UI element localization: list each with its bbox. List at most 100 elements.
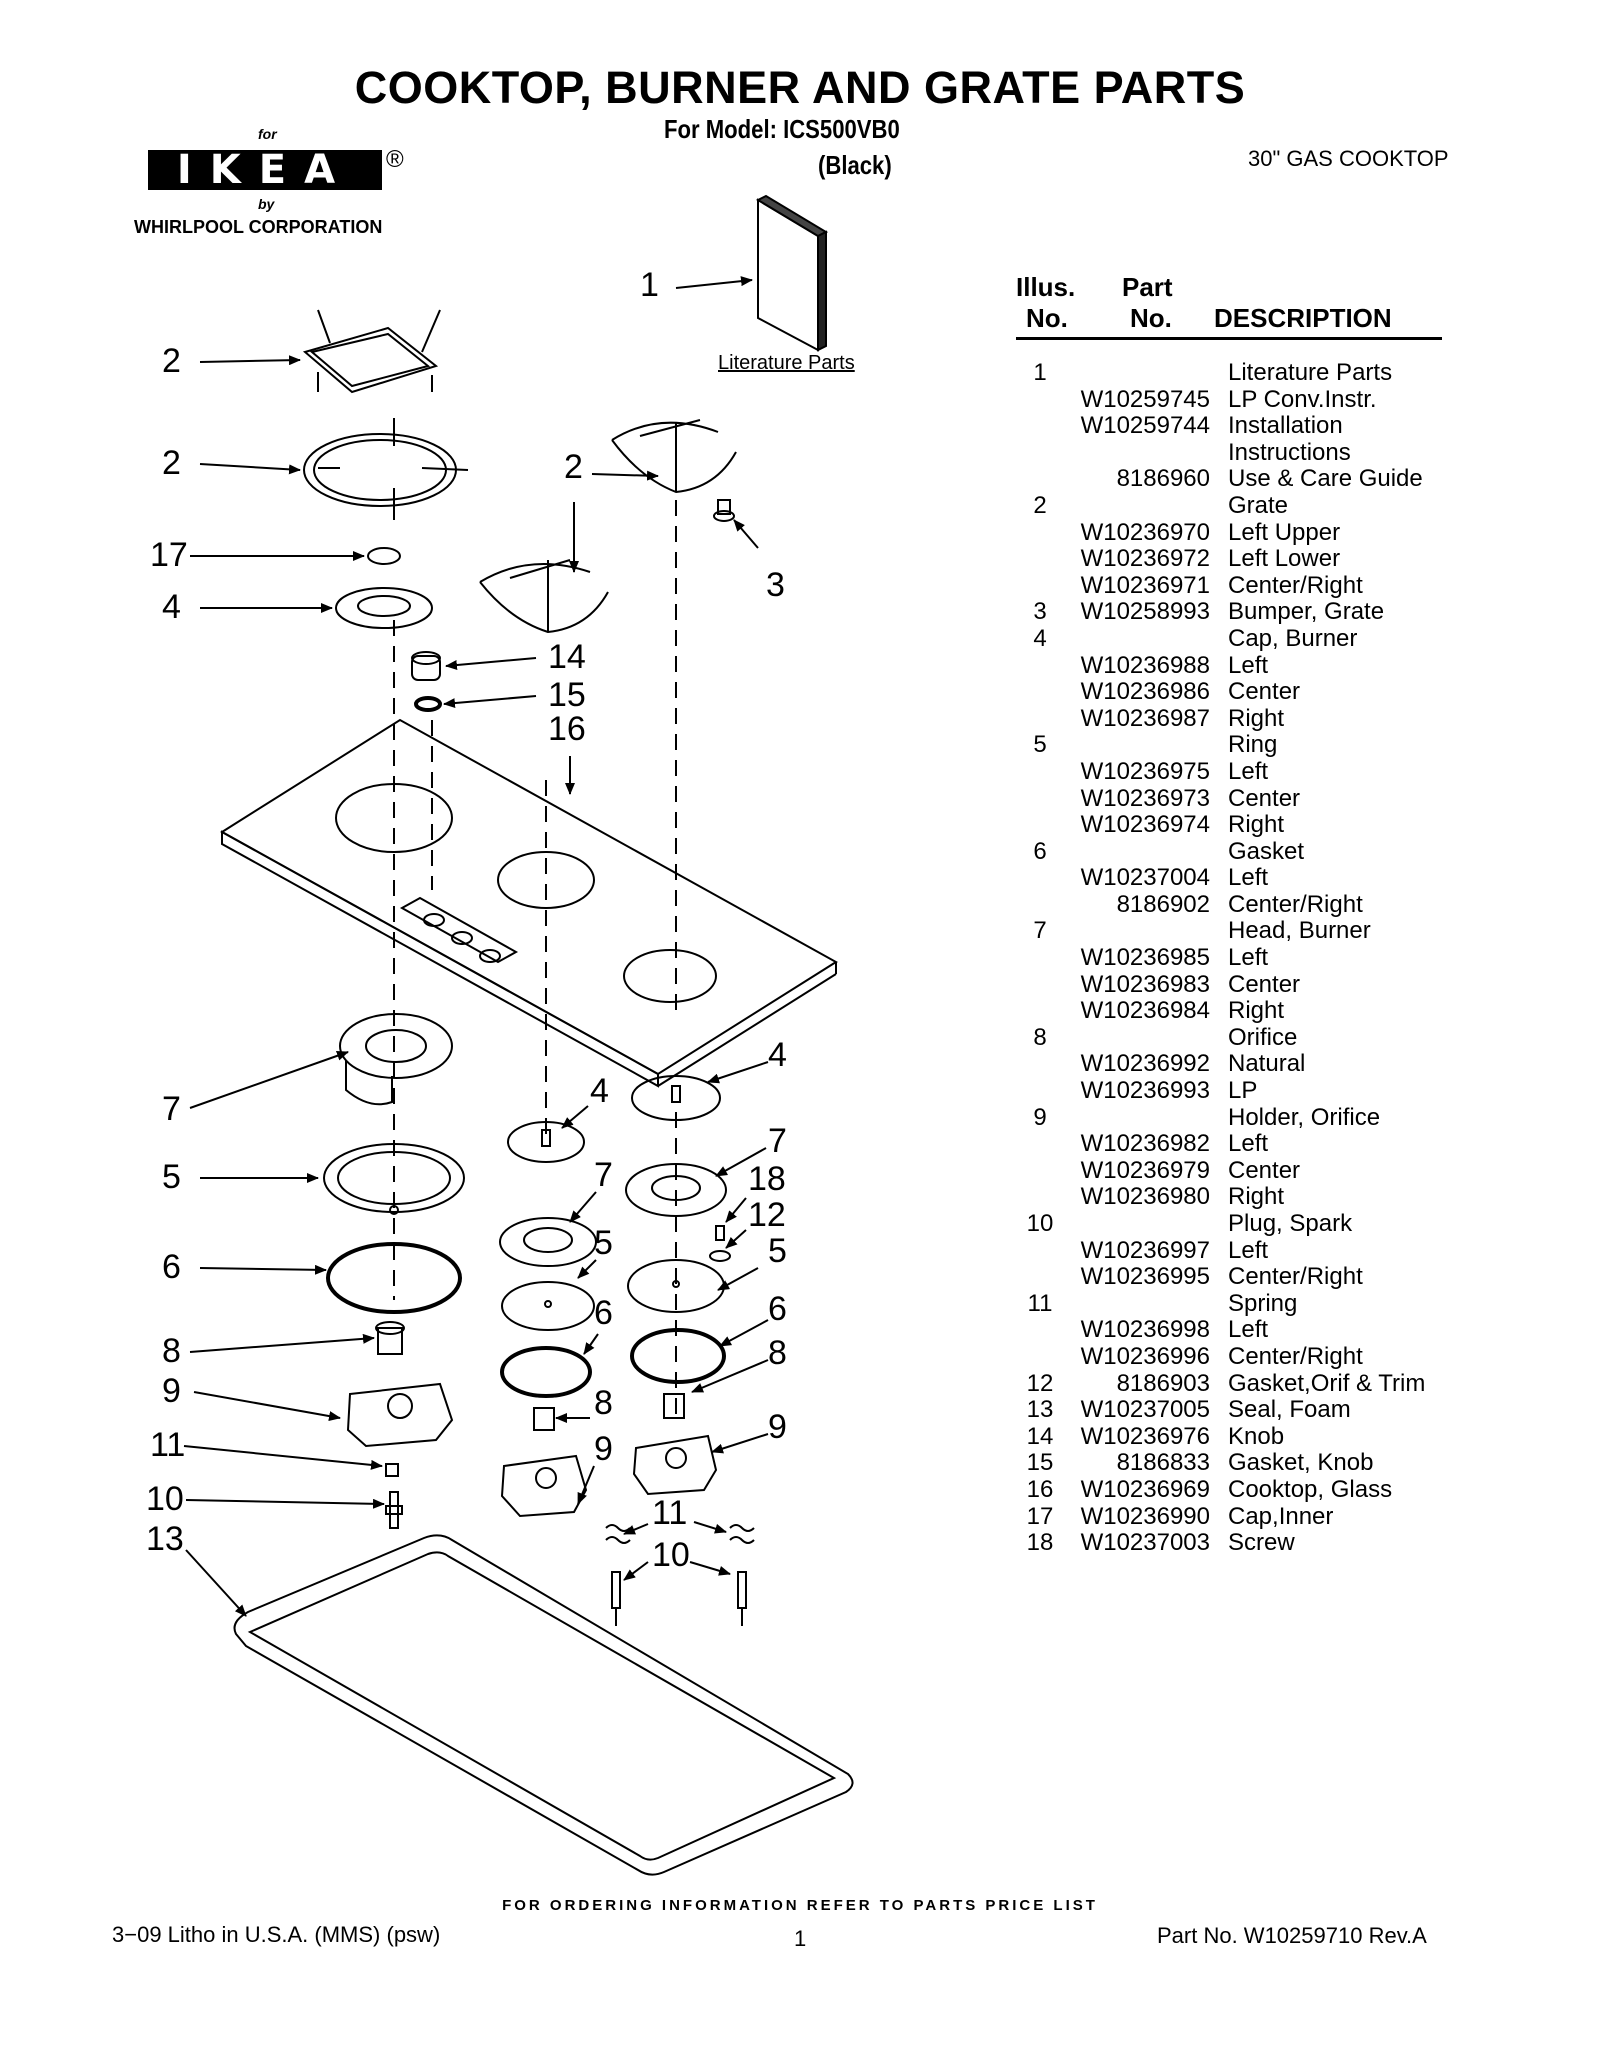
illus-number (1012, 466, 1068, 493)
callout-10: 10 (652, 1536, 690, 1574)
callout-6: 6 (768, 1290, 787, 1328)
spark-plug-left (385, 1491, 403, 1529)
illus-number (1012, 1184, 1068, 1211)
callout-5: 5 (768, 1232, 787, 1270)
orifice-right (663, 1393, 685, 1419)
model-number: For Model: ICS500VB0 (664, 114, 900, 144)
part-number: W10236971 (1080, 571, 1210, 599)
illus-number: 13 (1026, 1396, 1054, 1424)
part-description: Installation (1228, 412, 1343, 440)
part-number (1070, 1211, 1210, 1238)
header-part: Part No. (1122, 272, 1173, 334)
illus-number: 8 (1033, 1023, 1047, 1051)
callout-12: 12 (748, 1196, 786, 1234)
part-number: W10236990 (1080, 1502, 1210, 1530)
callout-13: 13 (146, 1520, 184, 1558)
part-description: Screw (1228, 1529, 1295, 1557)
illus-number (1012, 653, 1068, 680)
illus-number (1012, 1051, 1068, 1078)
part-number: W10237005 (1080, 1396, 1210, 1424)
part-number: W10236995 (1080, 1263, 1210, 1291)
part-number (1070, 839, 1210, 866)
illus-number (1012, 413, 1068, 440)
part-number: W10236984 (1080, 997, 1210, 1025)
litho-info: 3−09 Litho in U.S.A. (MMS) (psw) (112, 1922, 441, 1947)
part-description: Instructions (1228, 438, 1351, 466)
illus-number (1012, 1264, 1068, 1291)
part-number: W10236983 (1080, 970, 1210, 998)
part-number: W10237004 (1080, 864, 1210, 892)
callout-5: 5 (162, 1158, 181, 1196)
part-number: W10236985 (1080, 944, 1210, 972)
page-number: 1 (794, 1926, 807, 1951)
part-description: Center/Right (1228, 890, 1363, 918)
callout-14: 14 (548, 638, 586, 676)
part-description: Natural (1228, 1050, 1306, 1078)
illus-number (1012, 1238, 1068, 1265)
callout-3: 3 (766, 566, 785, 604)
part-description: Left Lower (1228, 545, 1341, 573)
part-description: Left Upper (1228, 518, 1341, 546)
callout-10: 10 (146, 1480, 184, 1518)
foam-seal (233, 1534, 854, 1876)
callout-8: 8 (162, 1332, 181, 1370)
model-color: (Black) (818, 150, 892, 180)
inner-cap (367, 547, 401, 565)
part-description: LP Conv.Instr. (1228, 385, 1377, 413)
part-description: Center/Right (1228, 1342, 1363, 1370)
part-number: W10259744 (1080, 412, 1210, 440)
illus-number (1012, 387, 1068, 414)
part-number: W10236997 (1080, 1236, 1210, 1264)
part-number (1070, 493, 1210, 520)
header-illus: Illus. No. (1016, 272, 1075, 334)
callout-9: 9 (162, 1372, 181, 1410)
part-number: W10236993 (1080, 1077, 1210, 1105)
burner-gasket-center (500, 1346, 592, 1398)
burner-gasket-right (630, 1328, 726, 1384)
part-number (1070, 1291, 1210, 1318)
callout-5: 5 (594, 1224, 613, 1262)
part-number: W10236986 (1080, 678, 1210, 706)
part-description: Left (1228, 1130, 1269, 1158)
part-description: Seal, Foam (1228, 1396, 1351, 1424)
orifice-left (375, 1321, 405, 1355)
illus-number: 3 (1033, 598, 1047, 626)
header-divider (1016, 337, 1442, 340)
callout-11: 11 (150, 1426, 186, 1464)
illus-number (1012, 786, 1068, 813)
illus-number (1012, 679, 1068, 706)
callout-1: 1 (640, 266, 659, 304)
part-description: Head, Burner (1228, 917, 1371, 945)
grate-center-right (479, 419, 737, 634)
part-description: Left (1228, 757, 1269, 785)
callout-2: 2 (564, 448, 583, 486)
illus-number (1012, 1078, 1068, 1105)
part-number (1070, 626, 1210, 653)
callout-17: 17 (150, 536, 188, 574)
illus-number: 10 (1026, 1210, 1054, 1237)
part-description: Left (1228, 651, 1269, 679)
part-description: Use & Care Guide (1228, 465, 1423, 493)
burner-cap-center (507, 1121, 585, 1163)
logo-wordmark: IKEA (148, 150, 382, 190)
part-description: LP (1228, 1077, 1258, 1105)
illus-number: 6 (1033, 837, 1047, 865)
orifice-center (533, 1407, 555, 1431)
orifice-gasket (709, 1250, 731, 1262)
header-illus-top: Illus. (1016, 272, 1076, 302)
part-description: Orifice (1228, 1023, 1298, 1051)
illus-number: 7 (1033, 917, 1047, 945)
part-number: W10236987 (1080, 704, 1210, 732)
grate-bumper (713, 499, 735, 522)
burner-cap-right (631, 1075, 721, 1121)
callout-11: 11 (652, 1494, 688, 1532)
part-description: Grate (1228, 491, 1289, 519)
illus-number: 14 (1026, 1422, 1054, 1450)
part-number: W10236970 (1080, 518, 1210, 546)
burner-head-right (625, 1163, 727, 1217)
illus-number: 11 (1027, 1289, 1053, 1317)
part-description: Center (1228, 970, 1301, 998)
burner-ring-center (501, 1281, 595, 1331)
illus-number: 5 (1033, 731, 1047, 759)
part-number: W10236996 (1080, 1342, 1210, 1370)
